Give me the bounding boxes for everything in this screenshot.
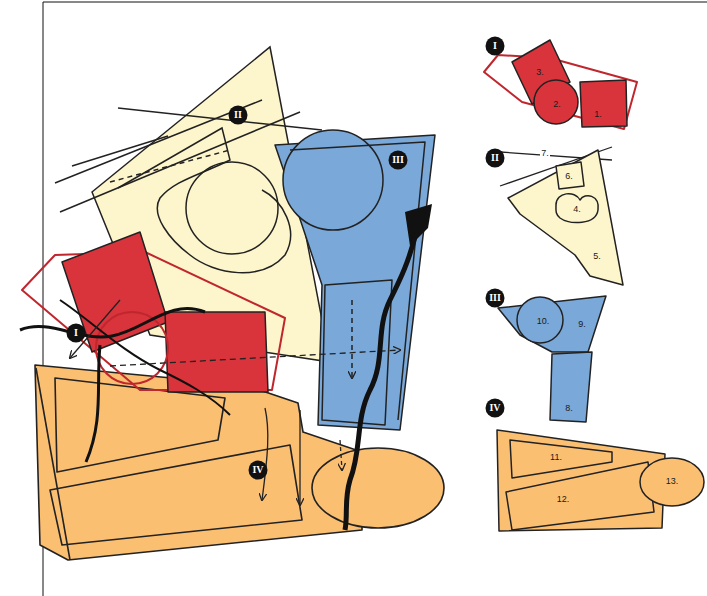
callout-number: 6. bbox=[565, 172, 573, 181]
callout-number: 2. bbox=[553, 100, 561, 109]
section-badge: IV bbox=[248, 460, 268, 480]
section-numeral: IV bbox=[489, 403, 500, 413]
red-volume bbox=[20, 232, 285, 462]
numbered-shape: 4. bbox=[554, 191, 600, 225]
callout-number: 4. bbox=[573, 205, 581, 214]
callout-number: 12. bbox=[557, 495, 570, 504]
section-badge: II bbox=[485, 148, 505, 168]
callout-number: 8. bbox=[565, 404, 573, 413]
numbered-shape: 12. bbox=[506, 462, 654, 530]
callout-number: 7. bbox=[540, 149, 550, 158]
black-path bbox=[345, 204, 432, 530]
section-badge: I bbox=[66, 323, 86, 343]
section-badge: IV bbox=[485, 398, 505, 418]
numbered-shape: 6. bbox=[556, 162, 584, 189]
section-badge: II bbox=[228, 105, 248, 125]
callout-number: 3. bbox=[536, 68, 544, 77]
section-badge: I bbox=[485, 36, 505, 56]
numbered-shape: 10. bbox=[517, 297, 563, 343]
section-numeral: IV bbox=[252, 465, 263, 475]
section-numeral: I bbox=[74, 328, 78, 338]
callout-number: 1. bbox=[594, 110, 602, 119]
section-numeral: I bbox=[493, 41, 497, 51]
shape-outline bbox=[506, 462, 654, 530]
section-badge: III bbox=[388, 150, 408, 170]
key-outlines bbox=[484, 55, 665, 531]
callout-number: 5. bbox=[593, 252, 601, 261]
section-numeral: III bbox=[489, 293, 501, 303]
shape-outline bbox=[580, 80, 627, 127]
callout-number: 9. bbox=[578, 320, 586, 329]
section-numeral: II bbox=[234, 110, 242, 120]
numbered-shape: 8. bbox=[550, 352, 592, 422]
callout-number: 10. bbox=[537, 317, 550, 326]
blue-volume bbox=[275, 130, 435, 430]
section-badge: III bbox=[485, 288, 505, 308]
callout-number: 11. bbox=[550, 453, 562, 462]
numbered-shape: 2. bbox=[534, 80, 578, 124]
callout-number: 13. bbox=[666, 477, 679, 486]
numbered-shape: 1. bbox=[580, 80, 627, 127]
section-numeral: III bbox=[392, 155, 404, 165]
section-numeral: II bbox=[491, 153, 499, 163]
numbered-shape: 13. bbox=[640, 458, 704, 506]
